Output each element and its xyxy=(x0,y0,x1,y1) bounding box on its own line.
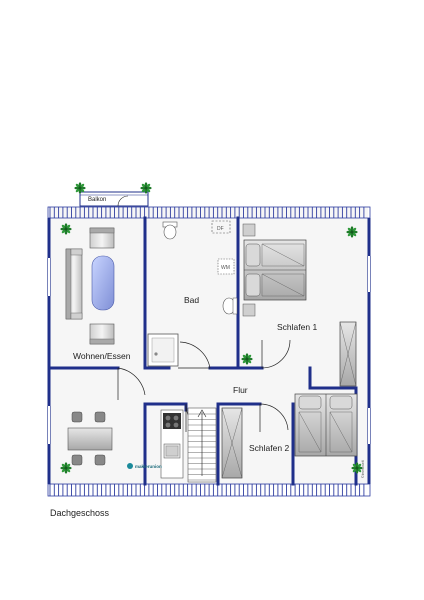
armchair-bottom xyxy=(89,323,115,345)
washing-machine-label: WM xyxy=(221,265,230,271)
plant-icon xyxy=(74,182,86,194)
coffee-table xyxy=(91,255,115,311)
plant-center xyxy=(144,186,148,190)
room-label-flur: Flur xyxy=(233,385,248,395)
room-label-bad: Bad xyxy=(184,295,199,305)
brand-logo: maklerunion xyxy=(127,463,162,469)
dining-set xyxy=(67,411,113,466)
shower xyxy=(147,333,179,367)
skylight-label: DF xyxy=(217,226,224,232)
side-windows xyxy=(47,256,371,444)
room-label-schlafen1: Schlafen 1 xyxy=(277,322,317,332)
plant-center xyxy=(64,227,68,231)
double-bed-1 xyxy=(242,223,307,317)
plant-icon xyxy=(60,223,72,235)
room-label-balkon: Balkon xyxy=(88,197,106,203)
plant-center xyxy=(350,230,354,234)
sink xyxy=(222,297,238,315)
balcony xyxy=(79,191,149,207)
plant-icon xyxy=(60,462,72,474)
armchair-top xyxy=(89,227,115,249)
plant-center xyxy=(78,186,82,190)
wardrobe-1 xyxy=(339,321,357,387)
sofa xyxy=(65,248,83,320)
plants xyxy=(60,182,363,474)
plant-icon xyxy=(346,226,358,238)
double-bed-2 xyxy=(294,393,358,457)
plant-icon xyxy=(140,182,152,194)
roof-slope-bottom xyxy=(49,484,365,496)
plant-icon xyxy=(241,353,253,365)
plant-icon xyxy=(351,462,363,474)
brand-logo-text: maklerunion xyxy=(135,464,162,469)
washing-machine xyxy=(217,258,235,275)
plant-center xyxy=(64,466,68,470)
skylight xyxy=(211,220,231,234)
roof-slope-top xyxy=(49,207,365,218)
plant-center xyxy=(245,357,249,361)
copyright-text: ©Immowelt xyxy=(361,460,365,478)
room-label-wohnen: Wohnen/Essen xyxy=(73,351,131,361)
kitchen xyxy=(160,409,184,479)
stair-arrow xyxy=(197,409,207,476)
wardrobe-2 xyxy=(221,407,243,479)
plant-center xyxy=(355,466,359,470)
toilet xyxy=(162,221,178,240)
side-window-frames xyxy=(47,256,371,444)
room-label-schlafen2: Schlafen 2 xyxy=(249,443,289,453)
roof-slope-top-outline xyxy=(47,206,371,219)
floor-label: Dachgeschoss xyxy=(50,508,110,518)
roof-slope-bottom-outline xyxy=(47,483,371,497)
